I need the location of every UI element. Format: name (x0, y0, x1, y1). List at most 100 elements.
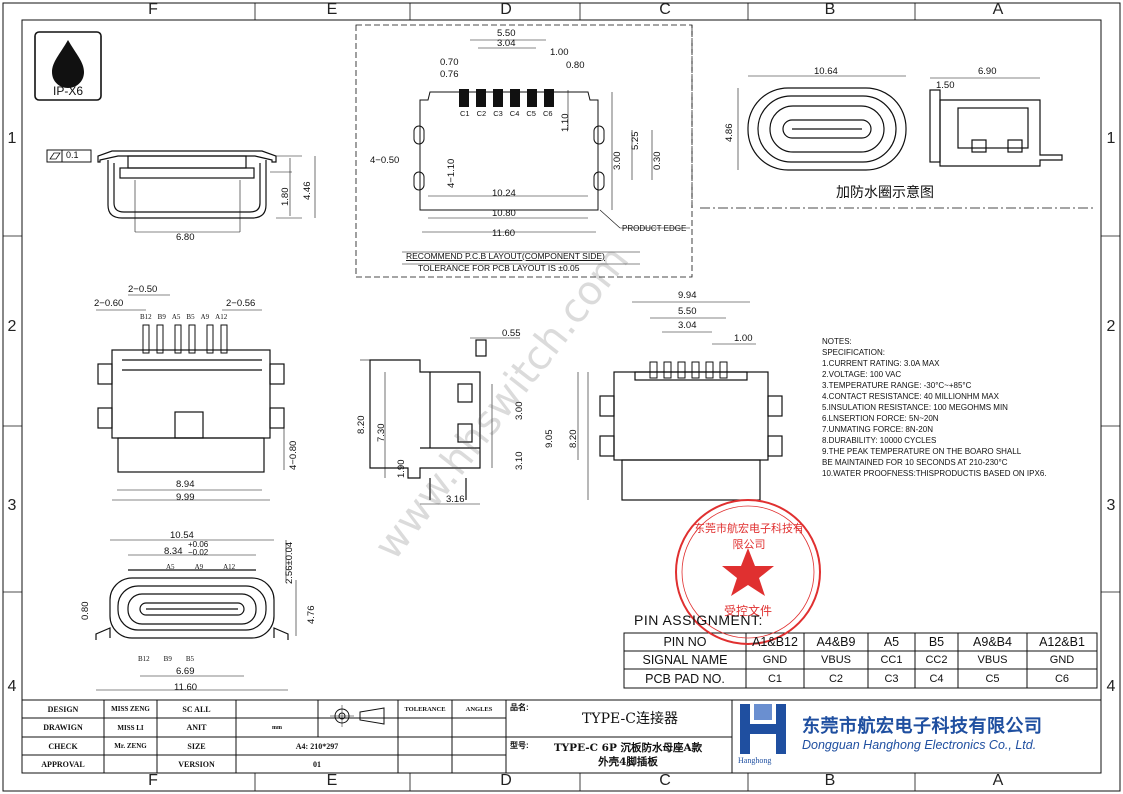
bottom-dim-4-080: 4−0.80 (288, 440, 299, 470)
bottom-dim-2-050: 2−0.50 (128, 284, 158, 295)
side-dim-190: 1.90 (396, 459, 407, 479)
bottom-view (96, 294, 285, 501)
pin-cell-1-4: CC2 (925, 654, 948, 666)
bottom-pin-b12: B12 (140, 313, 152, 321)
pin-cell-2-5: C5 (985, 672, 1000, 685)
stamp-company-text: 东莞市航宏电子科技有限公司 (694, 522, 804, 551)
tb-version-label: VERSION (178, 759, 215, 769)
tb-unit-label: ANIT (186, 723, 207, 732)
tb-version-value: 01 (313, 759, 321, 769)
fb-dim-1160: 11.60 (174, 682, 198, 693)
tb-size-value: A4: 210*297 (295, 741, 339, 751)
fb-pin-a5: A5 (166, 563, 175, 571)
pcb-layout-title: RECOMMEND P.C.B LAYOUT(COMPONENT SIDE) (406, 251, 605, 261)
pcb-dim-525: 5.25 (630, 131, 641, 151)
fb-pin-b9: B9 (163, 655, 172, 663)
bottom-pin-a9: A9 (200, 313, 210, 321)
pin-cell-0-3: A5 (883, 635, 900, 649)
pcb-dim-110: 1.10 (560, 113, 571, 133)
side-dim-055: 0.55 (502, 328, 521, 339)
stamp-controlled-text: 受控文件 (723, 604, 772, 618)
zone-bottom-d: D (500, 772, 512, 789)
tb-size-label: SIZE (187, 741, 206, 751)
zone-top-c: C (659, 1, 671, 18)
pcb-dim-030: 0.30 (652, 151, 663, 171)
zone-left-1: 1 (7, 130, 17, 147)
fb-top-pin-labels: A5 A9 A12 (166, 563, 235, 571)
notes-line-9: 8.DURABILITY: 10000 CYCLES (822, 436, 937, 445)
fb-pin-b12: B12 (138, 655, 150, 663)
zone-top-f: F (148, 1, 158, 18)
pcb-pad-c2: C2 (476, 109, 487, 118)
rear-dim-304: 3.04 (678, 320, 697, 331)
pcb-dim-1160: 11.60 (492, 228, 516, 239)
notes-line-11: BE MAINTAINED FOR 10 SECONDS AT 210-230°… (822, 458, 1008, 467)
pcb-dim-070: 0.70 (440, 57, 459, 68)
tb-design-label: DESIGN (47, 704, 79, 714)
pcb-dim-080: 0.80 (566, 60, 585, 71)
pin-cell-1-0: SIGNAL NAME (642, 653, 728, 667)
tb-drawing-label: DRAWIGN (43, 723, 83, 732)
company-logo-icon (740, 704, 786, 754)
zone-top-e: E (326, 1, 338, 18)
notes-line-0: NOTES: (822, 337, 852, 346)
rear-view-pins (649, 361, 728, 379)
tb-drawing-value: MISS LI (117, 723, 144, 732)
front-view-top (97, 150, 316, 233)
tb-scale-value (236, 700, 318, 718)
pcb-dim-304: 3.04 (497, 38, 516, 49)
tb-company-cn: 东莞市航宏电子科技有限公司 (802, 716, 1043, 737)
zone-left-2: 2 (7, 318, 17, 335)
rear-dim-550: 5.50 (678, 306, 697, 317)
projection-symbol (330, 705, 385, 727)
side-dim-310: 3.10 (514, 451, 525, 471)
ring-view-side (929, 77, 1063, 167)
side-view (360, 337, 520, 505)
inner-frame (21, 19, 1102, 774)
pcb-pad-c4: C4 (509, 109, 520, 118)
zone-top-a: A (992, 1, 1004, 18)
pcb-pad-c6: C6 (542, 109, 553, 118)
tb-scale-label: SC ALL (182, 704, 211, 714)
pin-cell-0-5: A9&B4 (973, 635, 1012, 649)
tb-unit-value: mm (272, 724, 282, 731)
pcb-pad-c1: C1 (460, 109, 470, 118)
pcb-dim-4-050: 4−0.50 (370, 155, 400, 166)
rear-dim-905: 9.05 (544, 429, 555, 449)
tb-name-label: 品名: (510, 703, 529, 712)
ipx6-label: IP-X6 (52, 84, 83, 98)
notes-line-1: SPECIFICATION: (822, 348, 885, 357)
notes-line-12: 10.WATER PROOFNESS:THISPRODUCTIS BASED O… (822, 469, 1047, 478)
tb-approval-value (104, 755, 157, 773)
pin-cell-1-5: VBUS (977, 654, 1008, 666)
ipx6-badge-box (34, 31, 102, 101)
fb-dim-1054: 10.54 (170, 530, 194, 541)
tb-check-label: CHECK (48, 741, 78, 751)
zone-ticks (3, 3, 1120, 791)
pin-cell-1-2: VBUS (821, 654, 851, 666)
ring-dim-1064: 10.64 (814, 66, 838, 77)
ring-view-caption: 加防水圈示意图 (836, 185, 934, 201)
pin-cell-2-6: C6 (1054, 672, 1070, 685)
pin-cell-2-4: C4 (929, 672, 944, 685)
side-dim-730: 7.30 (376, 423, 387, 443)
pin-cell-0-2: A4&B9 (816, 635, 856, 649)
pcb-layout-frame (355, 24, 693, 278)
tb-approval-label: APPROVAL (41, 759, 85, 769)
pin-cell-0-6: A12&B1 (1039, 635, 1085, 649)
fb-dim-256: 2.56±0.04 (284, 541, 295, 584)
zone-bottom-a: A (992, 772, 1004, 789)
tb-model-value-2: 外壳4脚插板 (598, 756, 658, 768)
dim-front-height: 4.46 (302, 181, 313, 201)
tb-angles-label: ANGLES (465, 705, 493, 713)
pcb-dim-076: 0.76 (440, 69, 459, 80)
notes-line-5: 4.CONTACT RESISTANCE: 40 MILLIONHM MAX (822, 392, 999, 401)
ring-dim-690: 6.90 (978, 66, 997, 77)
zone-right-2: 2 (1106, 318, 1116, 335)
side-dim-316: 3.16 (446, 494, 465, 505)
notes-line-10: 9.THE PEAK TEMPERATURE ON THE BOARO SHAL… (822, 447, 1022, 456)
bottom-dim-2-060: 2−0.60 (94, 298, 124, 309)
pin-cell-1-1: GND (762, 654, 788, 666)
